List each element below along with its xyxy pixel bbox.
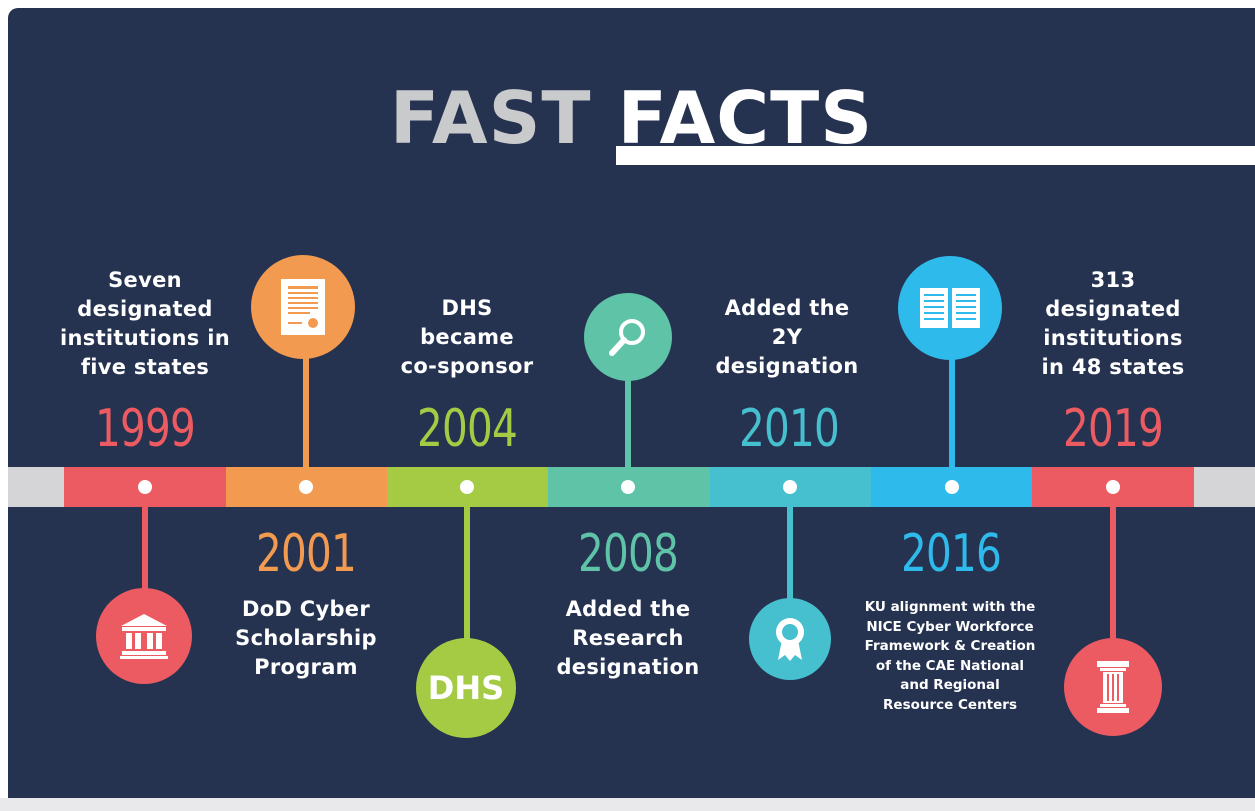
milestone-text-2004: DHS became co-sponsor <box>400 296 534 378</box>
milestone-text-2001: DoD Cyber Scholarship Program <box>235 597 377 679</box>
timeline-dot-1999 <box>138 480 152 494</box>
bottom-strip <box>0 798 1255 811</box>
milestone-stem-2016 <box>949 353 955 468</box>
milestone-year-2001: 2001 <box>255 524 357 584</box>
magnifying-glass-icon <box>584 293 672 381</box>
milestone-year-2016: 2016 <box>900 524 1002 584</box>
title-word-facts: FACTS <box>617 76 874 160</box>
timeline-dot-2004 <box>460 480 474 494</box>
page-title: FAST FACTS <box>8 78 1255 158</box>
milestone-text-2008: Added the Research designation <box>556 597 700 679</box>
open-book-icon <box>898 256 1002 360</box>
milestone-year-2004: 2004 <box>416 399 518 459</box>
certificate-document-icon <box>251 255 355 359</box>
timeline-band-end <box>1194 467 1255 507</box>
milestone-year-2008: 2008 <box>577 524 679 584</box>
milestone-stem-2010 <box>787 507 793 607</box>
dhs-badge-label: DHS <box>427 669 505 707</box>
column-pillar-icon <box>1064 638 1162 736</box>
milestone-stem-2008 <box>625 378 631 468</box>
milestone-stem-2004 <box>464 507 470 647</box>
timeline-dot-2010 <box>783 480 797 494</box>
timeline-dot-2016 <box>945 480 959 494</box>
timeline-dot-2001 <box>299 480 313 494</box>
milestone-text-2019: 313 designated institutions in 48 states <box>1041 268 1185 379</box>
milestone-year-2019: 2019 <box>1062 399 1164 459</box>
milestone-year-1999: 1999 <box>94 399 196 459</box>
title-word-fast: FAST <box>389 76 592 160</box>
milestone-text-2016: KU alignment with the NICE Cyber Workfor… <box>864 599 1036 713</box>
timeline-band-start <box>8 467 64 507</box>
title-underline <box>616 146 1255 165</box>
infographic-panel: FAST FACTS Seven designated institutions… <box>8 8 1255 798</box>
timeline-dot-2019 <box>1106 480 1120 494</box>
milestone-stem-1999 <box>142 507 148 607</box>
timeline-dot-2008 <box>621 480 635 494</box>
dhs-badge: DHS <box>416 638 516 738</box>
milestone-stem-2001 <box>303 353 309 468</box>
milestone-text-2010: Added the 2Y designation <box>715 296 859 378</box>
milestone-text-1999: Seven designated institutions in five st… <box>60 268 230 379</box>
award-ribbon-icon <box>749 598 831 680</box>
milestone-year-2010: 2010 <box>738 399 840 459</box>
government-building-icon <box>96 588 192 684</box>
milestone-stem-2019 <box>1110 507 1116 647</box>
